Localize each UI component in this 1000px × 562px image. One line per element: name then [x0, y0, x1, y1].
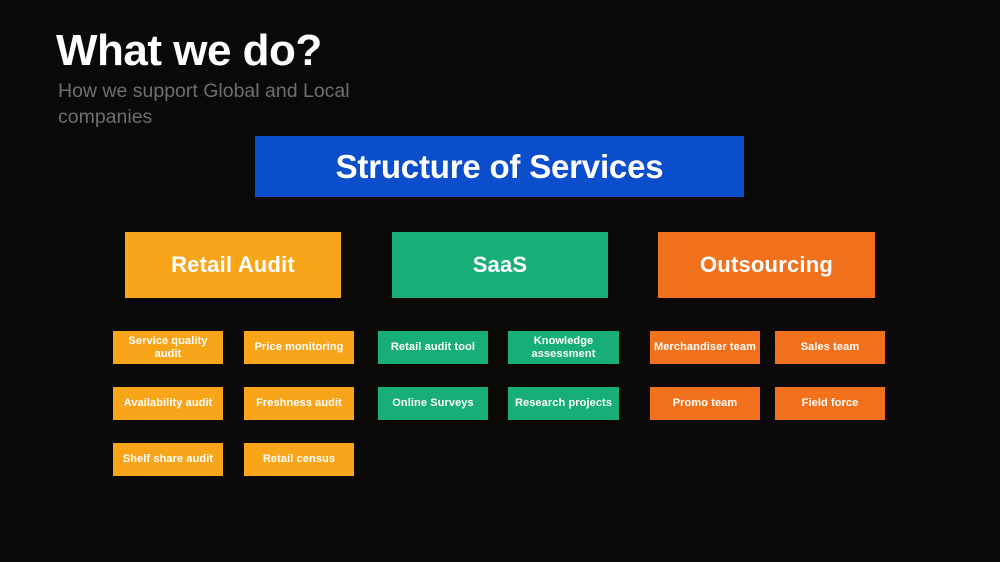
service-box-price-monitoring[interactable]: Price monitoring [244, 331, 354, 364]
structure-banner: Structure of Services [255, 136, 744, 197]
service-box-merchandiser-team[interactable]: Merchandiser team [650, 331, 760, 364]
service-box-online-surveys[interactable]: Online Surveys [378, 387, 488, 420]
service-box-retail-audit-tool[interactable]: Retail audit tool [378, 331, 488, 364]
service-box-research-projects[interactable]: Research projects [508, 387, 619, 420]
service-box-promo-team[interactable]: Promo team [650, 387, 760, 420]
service-box-label: Merchandiser team [654, 341, 756, 354]
structure-banner-label: Structure of Services [335, 147, 664, 185]
service-box-label: Availability audit [123, 397, 213, 410]
page-title: What we do? [56, 26, 322, 75]
service-box-shelf-share-audit[interactable]: Shelf share audit [113, 443, 223, 476]
category-header-outsourcing-label: Outsourcing [700, 252, 833, 277]
service-box-label: Sales team [800, 341, 860, 354]
service-box-label: Field force [801, 397, 859, 410]
service-box-sales-team[interactable]: Sales team [775, 331, 885, 364]
service-box-field-force[interactable]: Field force [775, 387, 885, 420]
category-header-saas-label: SaaS [472, 252, 528, 277]
service-box-label: Price monitoring [254, 341, 344, 354]
service-box-label: Retail audit tool [390, 341, 476, 354]
service-box-label: Promo team [672, 397, 738, 410]
service-box-service-quality-audit[interactable]: Service quality audit [113, 331, 223, 364]
category-header-saas[interactable]: SaaS [392, 232, 608, 298]
service-box-knowledge-assessment[interactable]: Knowledge assessment [508, 331, 619, 364]
category-header-outsourcing[interactable]: Outsourcing [658, 232, 875, 298]
category-header-retail-audit[interactable]: Retail Audit [125, 232, 341, 298]
service-box-retail-census[interactable]: Retail census [244, 443, 354, 476]
service-box-label: Knowledge assessment [531, 334, 596, 360]
service-box-label: Freshness audit [256, 397, 342, 410]
service-box-label: Online Surveys [392, 397, 474, 410]
category-header-retail-audit-label: Retail Audit [171, 252, 295, 277]
service-box-label: Retail census [262, 453, 336, 466]
service-box-label: Service quality audit [128, 334, 208, 360]
service-box-label: Research projects [514, 397, 613, 410]
service-box-label: Shelf share audit [122, 453, 214, 466]
service-box-freshness-audit[interactable]: Freshness audit [244, 387, 354, 420]
page-subtitle: How we support Global and Local companie… [58, 80, 350, 128]
service-box-availability-audit[interactable]: Availability audit [113, 387, 223, 420]
